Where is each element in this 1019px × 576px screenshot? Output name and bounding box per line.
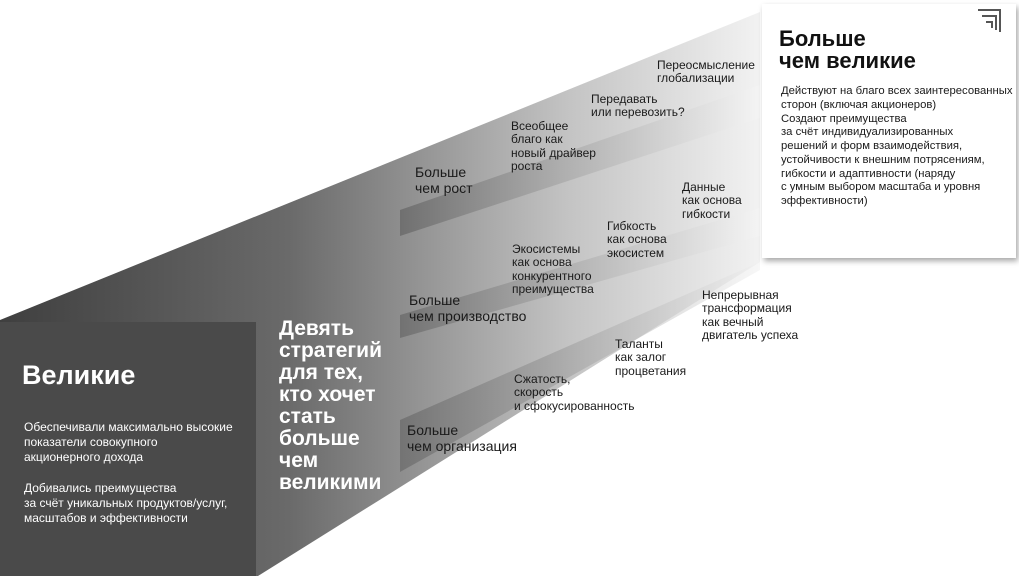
band-growth-item-3: Переосмысление глобализации <box>657 58 755 86</box>
left-text-1: Обеспечивали максимально высокие показат… <box>24 420 233 464</box>
band-organization-item-1: Сжатость, скорость и сфокусированность <box>514 372 635 413</box>
center-title: Девять стратегий для тех, кто хочет стат… <box>279 317 383 495</box>
band-organization-item-2: Таланты как залог процветания <box>615 337 687 378</box>
band-organization <box>400 262 760 472</box>
band-separator-2 <box>400 208 760 338</box>
arrow-stack-icon <box>978 9 1001 32</box>
left-text-2: Добивались преимущества за счёт уникальн… <box>24 481 228 525</box>
band-organization-item-3: Непрерывная трансформация как вечный дви… <box>702 288 799 343</box>
band-growth-item-2: Передавать или перевозить? <box>591 92 685 120</box>
right-card <box>762 4 1016 258</box>
left-box <box>0 322 256 576</box>
band-separator-1 <box>400 85 760 236</box>
band-title-organization: Больше чем организация <box>407 422 517 454</box>
band-production-item-3: Данные как основа гибкости <box>682 180 742 221</box>
band-title-growth: Больше чем рост <box>415 164 473 196</box>
left-title: Великие <box>22 360 136 390</box>
card-title: Больше чем великие <box>779 26 916 74</box>
band-title-production: Больше чем производство <box>409 292 527 324</box>
band-growth-item-1: Всеобщее благо как новый драйвер роста <box>511 119 596 174</box>
band-production-item-2: Гибкость как основа экосистем <box>607 219 667 260</box>
band-production-item-1: Экосистемы как основа конкурентного преи… <box>512 242 594 297</box>
card-body: Действуют на благо всех заинтересованных… <box>781 85 1013 208</box>
